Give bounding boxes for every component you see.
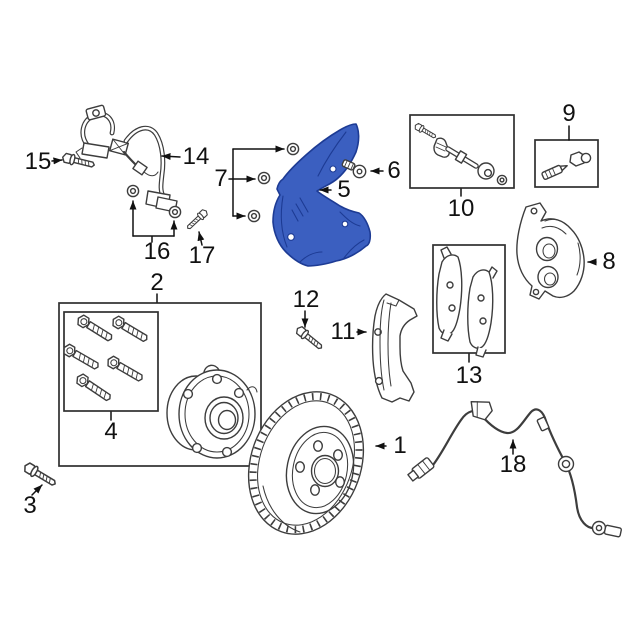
brake-caliper-drawing [516,202,597,300]
callout-16: 16 [143,238,171,265]
shield-grommets-drawing [228,142,300,223]
caliper-bracket-drawing [356,293,418,403]
leader-16-bracket [132,235,175,243]
callout-3: 3 [23,492,37,519]
hub-bolt-drawing [21,460,59,496]
guide-pin-kit-drawing [409,114,515,197]
splash-shield-drawing [272,123,372,267]
callout-6: 6 [387,157,401,184]
callout-4: 4 [104,418,118,445]
leader-3 [31,484,43,496]
leader-17 [197,231,205,246]
leader-15 [51,157,63,165]
callout-11: 11 [330,318,356,345]
bleeder-kit-drawing [534,125,599,188]
hose-washers-drawing [126,184,182,243]
brake-rotor-drawing [247,391,387,535]
callout-10: 10 [447,195,475,222]
brake-hose-drawing [75,104,181,213]
callout-2: 2 [150,269,164,296]
callout-18: 18 [499,451,527,478]
callout-13: 13 [455,362,483,389]
hub-assembly-drawing [166,364,258,459]
callout-9: 9 [562,100,576,127]
callout-15: 15 [24,148,52,175]
callout-14: 14 [182,143,210,170]
abs-sensor-drawing [407,400,622,538]
callout-12: 12 [292,286,320,313]
bracket-bolt-drawing [293,310,326,353]
hose-bolt-drawing [51,151,97,171]
stud-kit-box [63,311,159,412]
leader-14 [161,152,181,160]
callout-7: 7 [214,165,228,192]
callout-8: 8 [602,248,616,275]
shield-screw-drawing [341,159,384,179]
leader-7-bracket [228,148,234,217]
hub-kit-box [58,302,262,467]
callout-5: 5 [337,176,351,203]
callout-1: 1 [393,432,407,459]
hose-bracket-bolt-drawing [184,207,210,246]
hub-kit-drawing [58,293,262,467]
callout-17: 17 [188,242,216,269]
brake-pads-drawing [432,244,506,363]
